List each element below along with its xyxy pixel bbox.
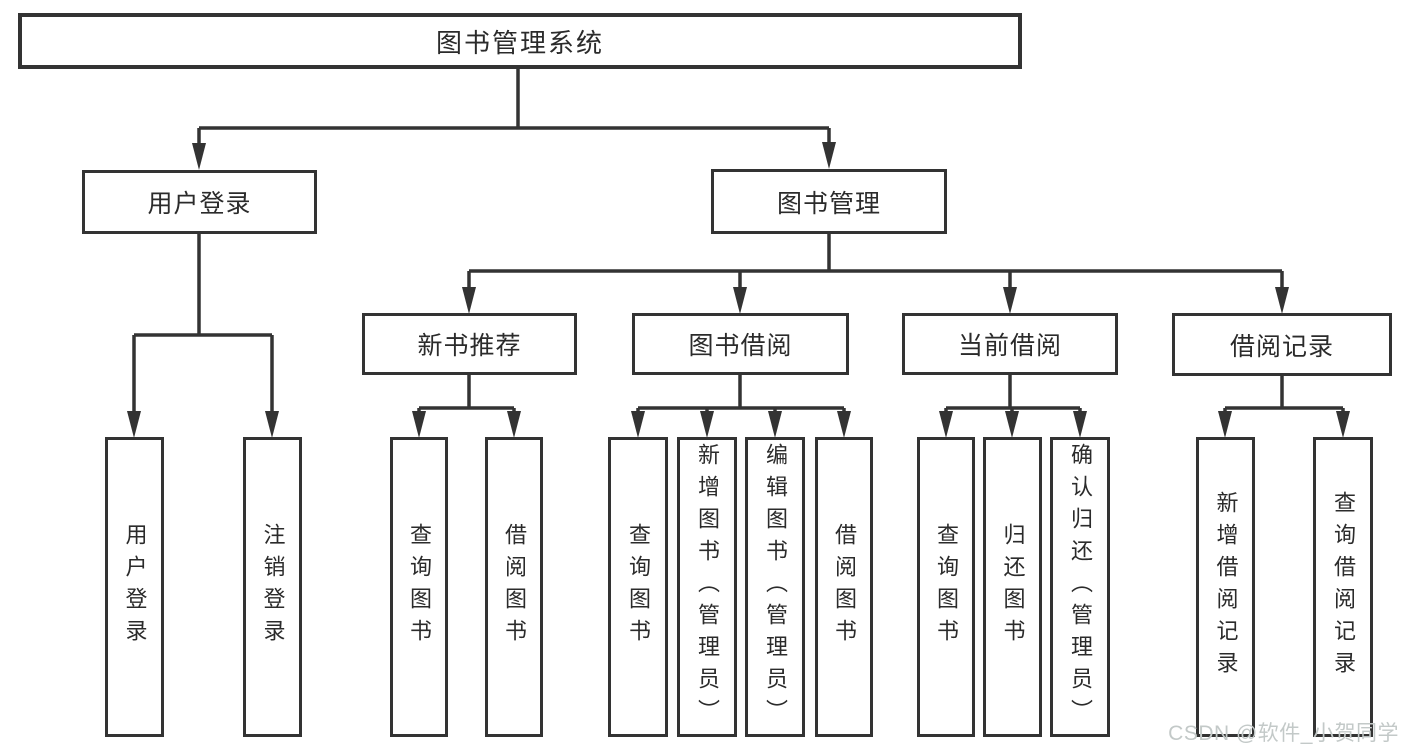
arrow-down-icon [1005,411,1019,438]
arrow-down-icon [733,287,747,314]
arrow-down-icon [462,287,476,314]
node-label: 确认归还（管理员） [1068,443,1093,731]
node-label: 查询图书 [934,523,959,651]
node-label: 借阅图书 [502,523,527,651]
node-return-books: 归还图书 [983,437,1042,737]
node-label: 新增借阅记录 [1213,491,1239,683]
node-add-borrow-record: 新增借阅记录 [1196,437,1255,737]
node-label: 查询图书 [407,523,432,651]
node-edit-books-admin: 编辑图书（管理员） [745,437,805,737]
node-label: 编辑图书（管理员） [763,443,788,731]
arrow-down-icon [768,411,782,438]
node-borrow-books-1: 借阅图书 [485,437,543,737]
arrow-down-icon [1218,411,1232,438]
arrow-down-icon [822,142,836,169]
arrow-down-icon [700,411,714,438]
arrow-down-icon [1336,411,1350,438]
arrow-down-icon [507,411,521,438]
node-label: 当前借阅 [957,332,1062,360]
node-query-books-1: 查询图书 [390,437,448,737]
node-label: 图书管理 [776,189,881,218]
arrow-down-icon [1003,287,1017,314]
node-query-books-2: 查询图书 [608,437,668,737]
node-label: 注销登录 [260,523,286,651]
node-confirm-return-admin: 确认归还（管理员） [1050,437,1110,737]
node-new-book-recommend: 新书推荐 [362,313,577,375]
arrow-down-icon [631,411,645,438]
node-logout: 注销登录 [243,437,302,737]
connector-root-to-level2 [192,69,836,170]
node-query-borrow-record: 查询借阅记录 [1313,437,1373,737]
node-label: 借阅记录 [1229,332,1334,361]
node-label: 用户登录 [147,190,252,218]
node-borrow-records: 借阅记录 [1172,313,1392,376]
node-label: 用户登录 [122,523,148,651]
arrow-down-icon [1073,411,1087,438]
node-label: 图书借阅 [688,332,793,360]
node-label: 查询图书 [626,523,651,651]
node-book-mgmt: 图书管理 [711,169,947,234]
connector-new-book-children [412,375,521,438]
arrow-down-icon [939,411,953,438]
node-borrow-books-2: 借阅图书 [815,437,873,737]
node-label: 归还图书 [1000,523,1026,651]
node-query-books-3: 查询图书 [917,437,975,737]
node-label: 查询借阅记录 [1331,491,1356,683]
node-book-borrow: 图书借阅 [632,313,849,375]
connector-current-borrow-children [939,375,1087,438]
node-add-books-admin: 新增图书（管理员） [677,437,737,737]
node-current-borrow: 当前借阅 [902,313,1118,375]
node-label: 新书推荐 [417,332,522,360]
arrow-down-icon [127,411,141,438]
arrow-down-icon [1275,287,1289,314]
node-user-login: 用户登录 [82,170,317,234]
node-user-login-leaf: 用户登录 [105,437,164,737]
node-label: 图书管理系统 [435,27,604,58]
csdn-watermark: CSDN @软件_小贺同学 [1168,722,1399,745]
arrow-down-icon [412,411,426,438]
arrow-down-icon [192,143,206,170]
node-label: 借阅图书 [832,523,857,651]
connector-book-borrow-children [631,375,851,438]
arrow-down-icon [837,411,851,438]
connector-borrow-records-children [1218,376,1350,438]
arrow-down-icon [265,411,279,438]
node-label: 新增图书（管理员） [695,443,720,731]
node-root-system: 图书管理系统 [18,13,1022,69]
connector-user-login-children [127,234,279,438]
connector-book-mgmt-children [462,234,1289,314]
